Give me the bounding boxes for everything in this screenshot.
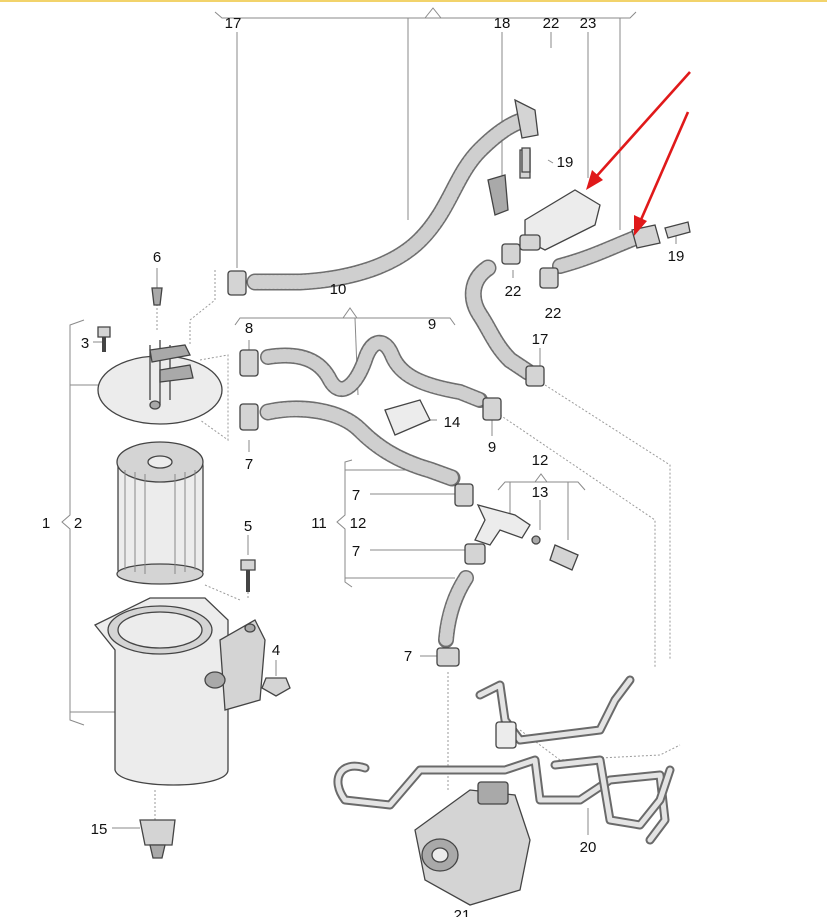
label-7-left: 7 — [245, 456, 253, 473]
label-19-right: 19 — [668, 248, 685, 265]
label-7-lower: 7 — [404, 648, 412, 665]
label-15: 15 — [91, 821, 108, 838]
label-17-right: 17 — [532, 331, 549, 348]
label-20: 20 — [580, 839, 597, 856]
filter-element — [116, 441, 204, 585]
fittings — [384, 98, 661, 571]
label-8: 8 — [245, 320, 253, 337]
label-1: 1 — [42, 515, 50, 532]
label-22-left: 22 — [505, 283, 522, 300]
label-11: 11 — [311, 515, 327, 532]
leader-lines — [61, 7, 677, 835]
high-pressure-pump — [414, 781, 531, 906]
label-7-middle: 7 — [352, 543, 360, 560]
top-border — [0, 0, 827, 2]
label-4: 4 — [272, 642, 280, 659]
fasteners — [97, 149, 691, 697]
label-10: 10 — [330, 281, 347, 298]
label-19-upper: 19 — [557, 154, 574, 171]
label-9-upper: 9 — [428, 316, 436, 333]
label-17-top: 17 — [225, 15, 242, 32]
label-9-lower: 9 — [488, 439, 496, 456]
label-22-top: 22 — [543, 15, 560, 32]
label-6: 6 — [153, 249, 161, 266]
pipe-assembly — [333, 675, 675, 845]
label-3: 3 — [81, 335, 89, 352]
label-13: 13 — [532, 484, 549, 501]
label-23: 23 — [580, 15, 597, 32]
label-2: 2 — [74, 515, 82, 532]
fuel-hoses — [246, 111, 643, 648]
drain-plug — [139, 819, 176, 859]
label-5: 5 — [244, 518, 252, 535]
label-18: 18 — [494, 15, 511, 32]
filter-housing — [93, 597, 266, 786]
filter-flange — [97, 340, 223, 425]
label-7-upper: 7 — [352, 487, 360, 504]
callout-arrows — [586, 71, 691, 236]
assembly-dashed-lines — [154, 270, 681, 820]
label-12-right: 12 — [532, 452, 549, 469]
part-labels: 17 18 22 23 19 19 22 22 17 6 10 3 8 9 14… — [42, 15, 685, 917]
label-22-right: 22 — [545, 305, 562, 322]
hose-clamps — [227, 243, 559, 667]
label-14: 14 — [444, 414, 461, 431]
label-21: 21 — [454, 907, 471, 917]
label-12-left: 12 — [350, 515, 367, 532]
